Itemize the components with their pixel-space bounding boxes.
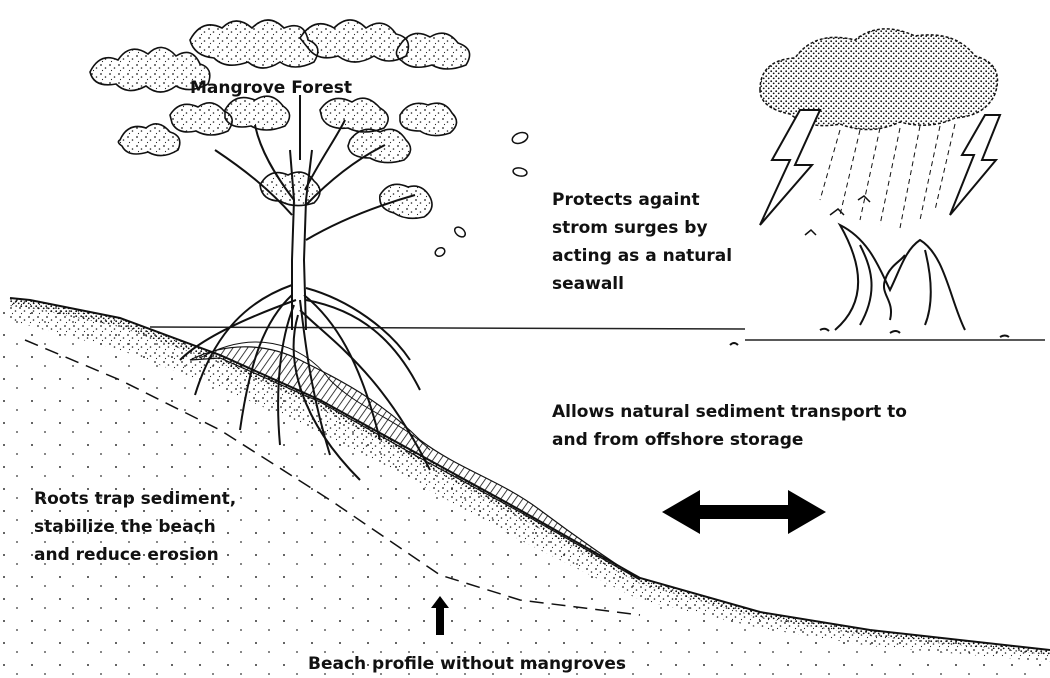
beach-profile-label: Beach profile without mangroves xyxy=(308,650,626,678)
falling-leaves xyxy=(434,131,530,258)
roots-label: Roots trap sediment, stabilize the beach… xyxy=(34,485,324,569)
canopy xyxy=(90,20,470,218)
mangrove-forest-label: Mangrove Forest xyxy=(190,74,352,102)
double-arrow-icon xyxy=(662,490,826,534)
storm-cloud-icon xyxy=(760,29,1000,228)
storm-protection-label: Protects againt strom surges by acting a… xyxy=(552,186,782,298)
sediment-transport-label: Allows natural sediment transport to and… xyxy=(552,398,1022,454)
storm-wave-icon xyxy=(805,196,965,330)
